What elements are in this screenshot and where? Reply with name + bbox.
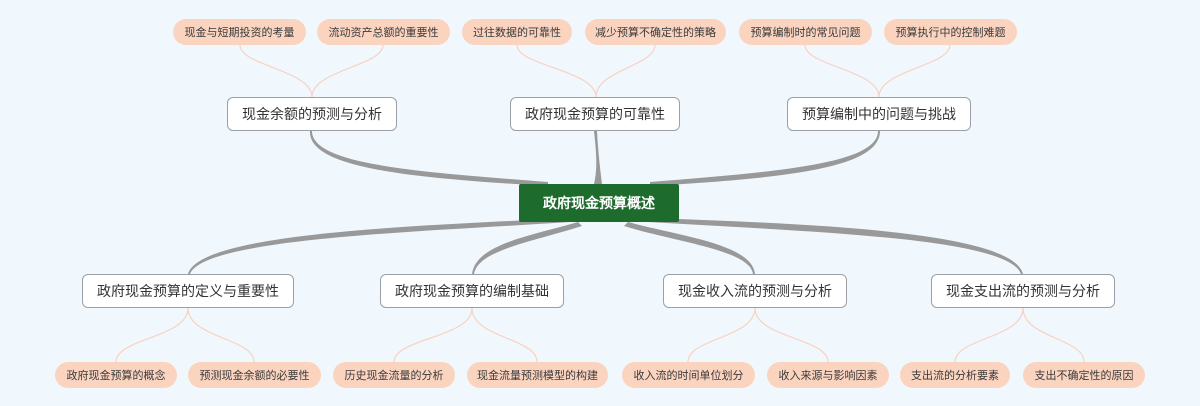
connector-branch-1-leaf-1 (595, 44, 656, 98)
connector-branch-0-leaf-1 (311, 44, 384, 98)
leaf-cash-balance-necessity[interactable]: 预测现金余额的必要性 (188, 362, 321, 388)
connector-branch-3-leaf-0 (115, 307, 189, 363)
leaf-reduce-uncertainty-strategy[interactable]: 减少预算不确定性的策略 (585, 19, 726, 45)
connector-branch-4-leaf-1 (471, 307, 538, 363)
connector-branch-0-leaf-0 (239, 44, 313, 98)
leaf-common-budgeting-problems[interactable]: 预算编制时的常见问题 (739, 19, 872, 45)
branch-cash-inflow-forecast[interactable]: 现金收入流的预测与分析 (663, 274, 847, 308)
connector-branch-3-leaf-1 (187, 307, 255, 363)
leaf-outflow-analysis-elements[interactable]: 支出流的分析要素 (900, 362, 1010, 388)
branch-budget-basis[interactable]: 政府现金预算的编制基础 (380, 274, 564, 308)
leaf-revenue-sources-factors[interactable]: 收入来源与影响因素 (767, 362, 889, 388)
connector-root-to-branch-4 (472, 222, 582, 274)
connector-branch-2-leaf-1 (878, 44, 951, 98)
branch-budgeting-challenges[interactable]: 预算编制中的问题与挑战 (787, 97, 971, 131)
connector-root-to-branch-0 (309, 131, 548, 186)
connector-branch-4-leaf-0 (393, 307, 473, 363)
branch-cash-balance-forecast[interactable]: 现金余额的预测与分析 (227, 97, 397, 131)
leaf-current-assets-importance[interactable]: 流动资产总额的重要性 (317, 19, 450, 45)
branch-budget-reliability[interactable]: 政府现金预算的可靠性 (510, 97, 680, 131)
leaf-outflow-uncertainty-causes[interactable]: 支出不确定性的原因 (1023, 362, 1145, 388)
connector-branch-5-leaf-1 (754, 307, 829, 363)
branch-cash-outflow-forecast[interactable]: 现金支出流的预测与分析 (931, 274, 1115, 308)
root-node[interactable]: 政府现金预算概述 (519, 184, 679, 222)
connector-branch-5-leaf-0 (687, 307, 756, 363)
connector-branch-2-leaf-0 (804, 44, 880, 98)
connector-branch-1-leaf-0 (516, 44, 597, 98)
leaf-execution-control-issues[interactable]: 预算执行中的控制难题 (884, 19, 1017, 45)
leaf-budget-concept[interactable]: 政府现金预算的概念 (55, 362, 177, 388)
connector-branch-6-leaf-0 (954, 307, 1024, 363)
leaf-cash-short-term-investment[interactable]: 现金与短期投资的考量 (173, 19, 306, 45)
leaf-historical-data-reliability[interactable]: 过往数据的可靠性 (462, 19, 572, 45)
connector-root-to-branch-5 (624, 222, 755, 274)
connector-root-to-branch-2 (650, 131, 880, 186)
connector-root-to-branch-1 (594, 131, 602, 184)
connector-root-to-branch-6 (648, 218, 1023, 274)
connector-branch-6-leaf-1 (1022, 307, 1085, 363)
connector-root-to-branch-3 (188, 218, 570, 274)
leaf-historical-cashflow-analysis[interactable]: 历史现金流量的分析 (333, 362, 455, 388)
branch-definition-importance[interactable]: 政府现金预算的定义与重要性 (82, 274, 294, 308)
leaf-cashflow-model-building[interactable]: 现金流量预测模型的构建 (467, 362, 608, 388)
leaf-inflow-time-units[interactable]: 收入流的时间单位划分 (622, 362, 755, 388)
